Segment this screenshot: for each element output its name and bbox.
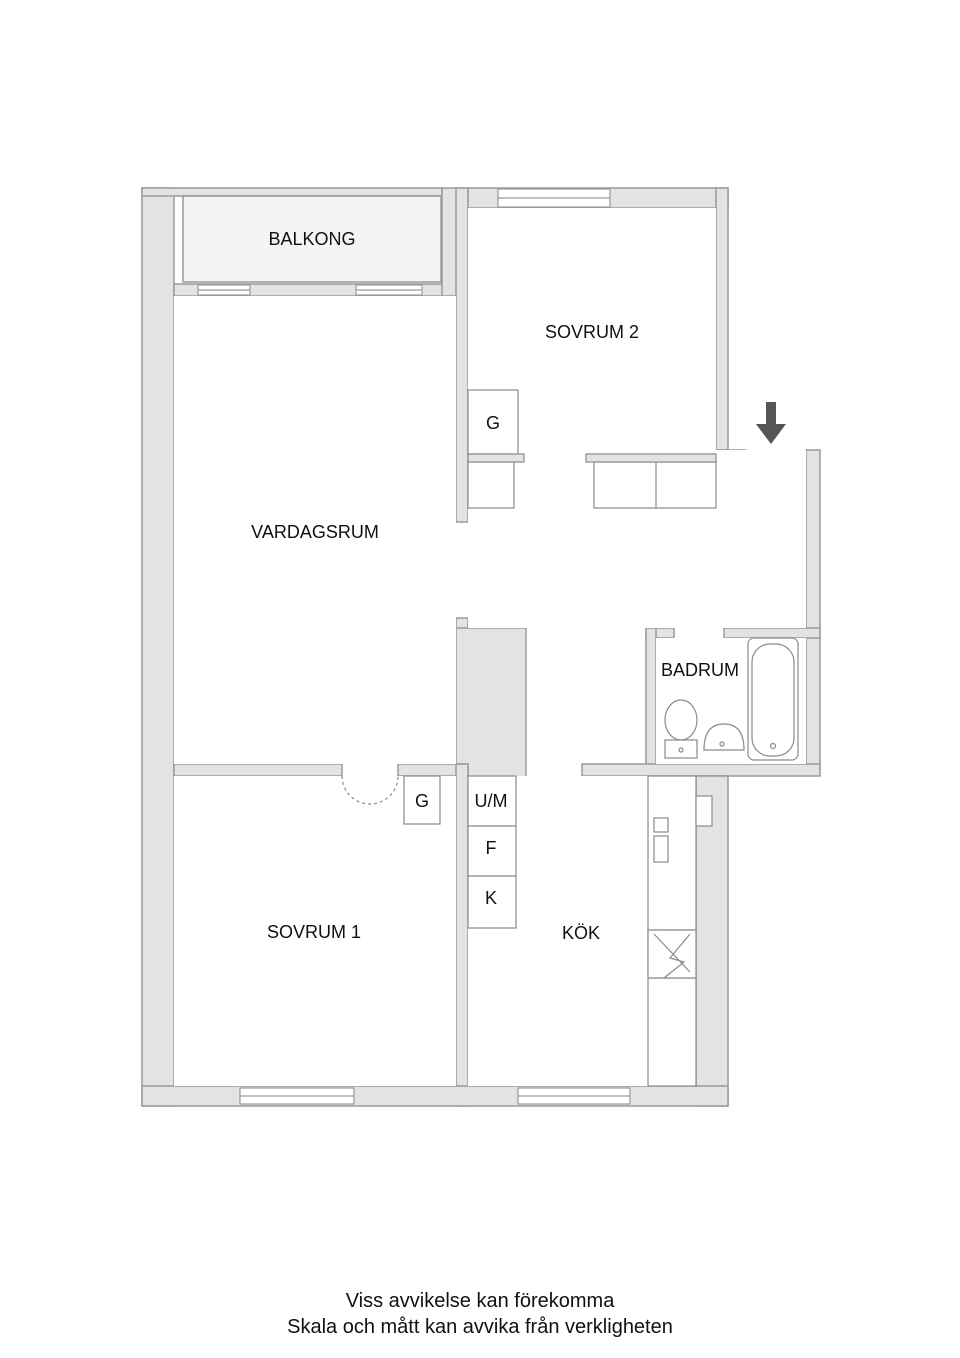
room-label-kok: KÖK [562, 923, 600, 943]
balcony-outline [182, 195, 442, 283]
disclaimer-line-2: Skala och mått kan avvika från verklighe… [287, 1316, 673, 1338]
appliance-label-k: K [485, 888, 497, 908]
closet-label-g-lower: G [415, 791, 429, 811]
room-label-vardagsrum: VARDAGSRUM [251, 522, 379, 542]
room-floors [174, 196, 806, 1086]
room-label-badrum: BADRUM [661, 660, 739, 680]
floor-plan: BALKONG SOVRUM 2 VARDAGSRUM BADRUM SOVRU… [141, 187, 821, 1107]
disclaimer-line-1: Viss avvikelse kan förekomma [345, 1290, 615, 1312]
room-label-sovrum-2: SOVRUM 2 [545, 322, 639, 342]
room-label-sovrum-1: SOVRUM 1 [267, 922, 361, 942]
appliance-label-f: F [486, 838, 497, 858]
closets [403, 389, 717, 825]
door-arc [341, 775, 399, 805]
closet-label-g-upper: G [486, 413, 500, 433]
appliance-label-um: U/M [475, 791, 508, 811]
room-label-balkong: BALKONG [268, 229, 355, 249]
windows [197, 188, 631, 1105]
disclaimer: Viss avvikelse kan förekomma Skala och m… [0, 1288, 960, 1340]
entrance-arrow-icon [756, 402, 786, 444]
kitchen-units [467, 775, 713, 1087]
bathroom-fixtures [664, 637, 799, 761]
